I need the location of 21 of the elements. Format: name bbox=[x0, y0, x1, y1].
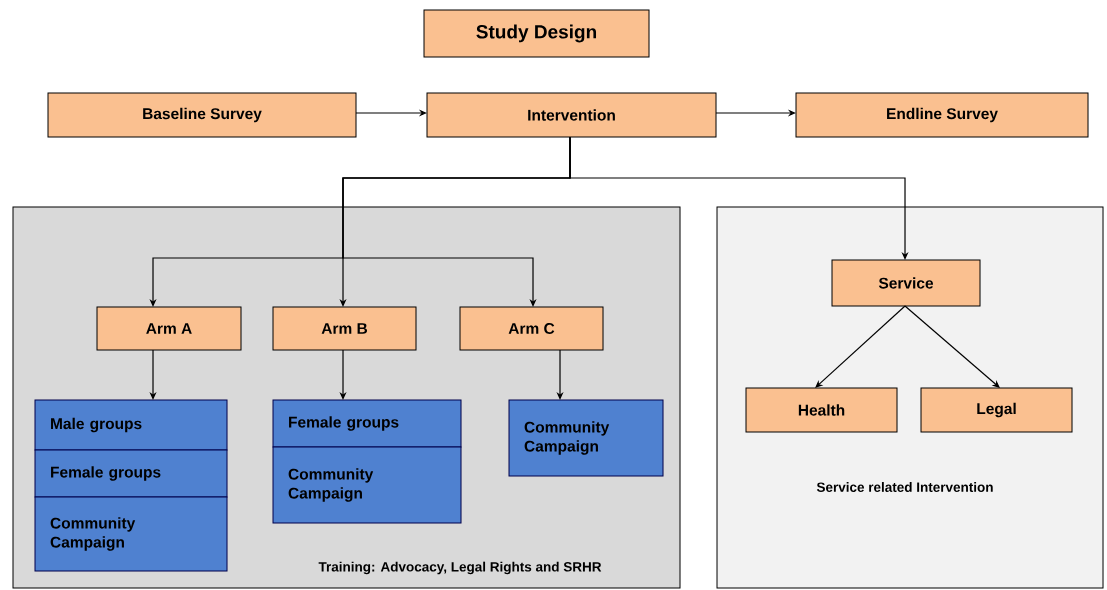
process-box: Baseline Survey bbox=[47, 92, 357, 138]
arrow bbox=[904, 305, 1000, 388]
group-cell: Female groups bbox=[272, 399, 462, 448]
group-cell: Community Campaign bbox=[272, 446, 462, 524]
panel-caption: Training: Advocacy, Legal Rights and SRHR bbox=[318, 561, 602, 575]
group-cell: Male groups bbox=[34, 399, 228, 451]
process-box: Intervention bbox=[426, 92, 717, 138]
arrow bbox=[569, 136, 909, 260]
group-cell: Community Campaign bbox=[34, 496, 228, 572]
title-box: Study Design bbox=[423, 9, 650, 58]
process-box: Legal bbox=[920, 387, 1073, 433]
process-box: Service bbox=[831, 259, 981, 307]
group-cell: Community Campaign bbox=[508, 399, 664, 477]
process-box: Endline Survey bbox=[795, 92, 1089, 138]
process-box: Arm C bbox=[459, 306, 604, 351]
panel-caption: Service related Intervention bbox=[816, 482, 993, 492]
group-cell: Female groups bbox=[34, 449, 228, 498]
arrow bbox=[815, 305, 906, 388]
process-box: Health bbox=[745, 387, 898, 433]
process-box: Arm A bbox=[96, 306, 242, 351]
process-box: Arm B bbox=[272, 306, 417, 351]
